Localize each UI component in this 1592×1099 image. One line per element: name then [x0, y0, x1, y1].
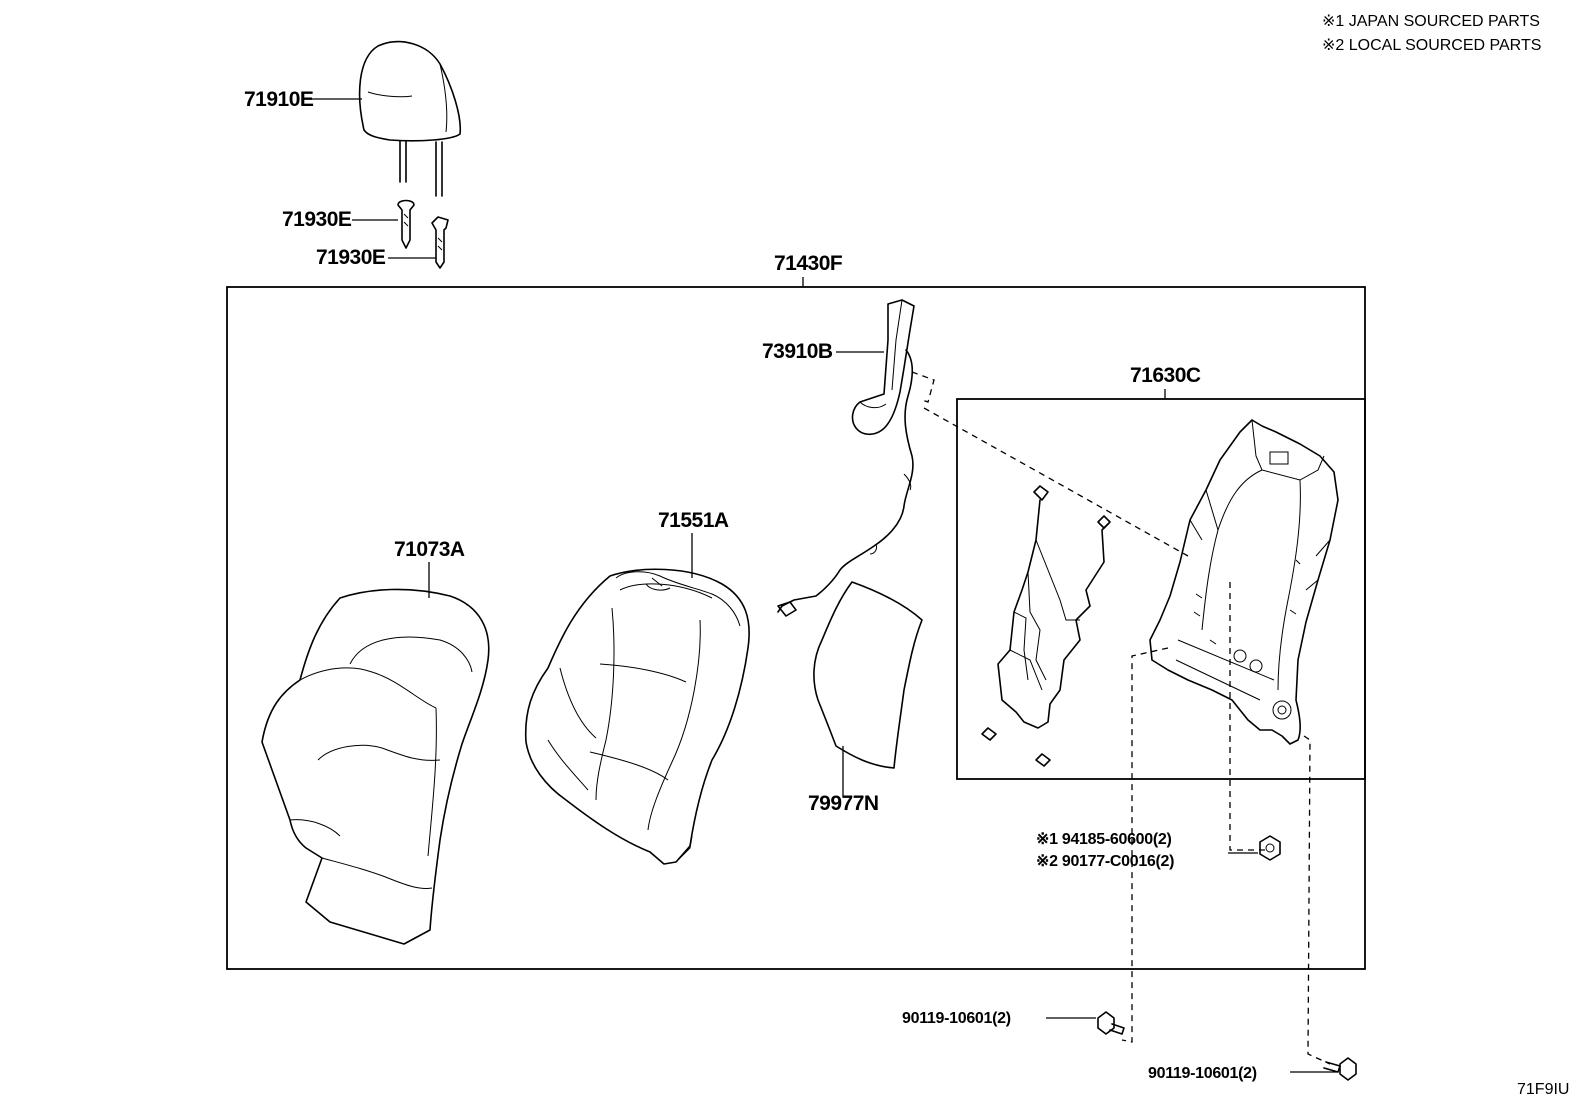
label-bolt-right: 90119-10601(2)	[1148, 1065, 1257, 1082]
diagram-code: 71F9IU	[1517, 1081, 1569, 1098]
label-73910B: 73910B	[762, 340, 833, 363]
bolt-right-drawing[interactable]	[1323, 1057, 1357, 1081]
headrest-drawing[interactable]	[358, 40, 462, 197]
bolt-left-drawing[interactable]	[1097, 1011, 1125, 1035]
label-bolt-left: 90119-10601(2)	[902, 1010, 1011, 1027]
seatback-cover-drawing[interactable]	[261, 588, 490, 945]
headrest-support-2-drawing[interactable]	[431, 216, 449, 269]
seatback-frame-box	[956, 398, 1366, 780]
label-71430F: 71430F	[774, 252, 843, 275]
seatback-assembly-box	[226, 286, 1366, 970]
label-71910E: 71910E	[244, 88, 314, 111]
seatback-frame-drawing[interactable]	[981, 419, 1339, 767]
label-79977N: 79977N	[808, 792, 879, 815]
label-71073A: 71073A	[394, 538, 465, 561]
note-japan-sourced: ※1 JAPAN SOURCED PARTS	[1322, 13, 1540, 30]
note-local-sourced: ※2 LOCAL SOURCED PARTS	[1322, 37, 1541, 54]
airbag-drawing[interactable]	[777, 299, 915, 617]
label-nut-local: ※2 90177-C0016(2)	[1036, 853, 1174, 870]
nut-drawing[interactable]	[1259, 835, 1281, 861]
label-71630C: 71630C	[1130, 364, 1201, 387]
headrest-support-1-drawing[interactable]	[397, 199, 415, 249]
label-71930E-1: 71930E	[282, 208, 352, 231]
seatback-pad-drawing[interactable]	[524, 568, 750, 865]
label-nut-japan: ※1 94185-60600(2)	[1036, 831, 1172, 848]
label-71930E-2: 71930E	[316, 246, 386, 269]
label-71551A: 71551A	[658, 509, 729, 532]
seat-pad-sheet-drawing[interactable]	[813, 581, 923, 769]
